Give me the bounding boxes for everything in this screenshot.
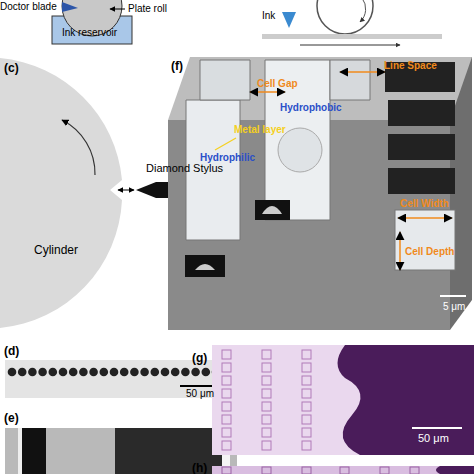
cell-square	[262, 389, 271, 398]
cell-square	[302, 467, 311, 474]
printed-dot	[202, 368, 211, 377]
cell-square	[410, 467, 419, 474]
part-name: Diamond Stylus	[146, 162, 223, 174]
printed-dot	[38, 368, 47, 377]
cell-square	[222, 389, 231, 398]
printed-dot	[59, 368, 68, 377]
cell-square	[222, 376, 231, 385]
printed-dot	[191, 368, 200, 377]
cell-square	[302, 350, 311, 359]
dimension-label: Cell Width	[400, 198, 449, 209]
dimension-label: Line Space	[384, 60, 437, 71]
gravure-schematic	[52, 0, 132, 44]
cell-square	[262, 350, 271, 359]
part-name: Cylinder	[34, 244, 78, 257]
cell-square	[222, 415, 231, 424]
printed-dot	[89, 368, 98, 377]
printed-dot	[140, 368, 149, 377]
cell-square	[302, 376, 311, 385]
cell-square	[302, 363, 311, 372]
panel-letter: (e)	[4, 412, 19, 425]
cell-square	[302, 441, 311, 450]
scale-bar-label: 50 μm	[186, 388, 214, 399]
cell-square	[262, 376, 271, 385]
cell-square	[262, 428, 271, 437]
printed-dot	[130, 368, 139, 377]
dot-array-image	[5, 360, 237, 398]
printed-dot	[110, 368, 119, 377]
printed-dot	[8, 368, 17, 377]
printed-dot	[28, 368, 37, 377]
cell-square	[222, 350, 231, 359]
panel-letter: (d)	[4, 345, 19, 358]
cell-square	[222, 441, 231, 450]
part-name: Doctor blade	[0, 1, 57, 12]
surface-label: Hydrophobic	[280, 102, 342, 113]
scale-bar-label: 50 μm	[418, 432, 449, 444]
dimension-label: Cell Gap	[257, 78, 298, 89]
cell-square	[222, 402, 231, 411]
cell-square	[302, 415, 311, 424]
cell-square	[262, 363, 271, 372]
cell-square	[302, 428, 311, 437]
panel-letter: (h)	[192, 462, 207, 474]
part-name: Ink reservoir	[62, 27, 117, 38]
printed-dot	[181, 368, 190, 377]
cell-square	[262, 441, 271, 450]
panel-letter: (g)	[192, 352, 207, 365]
cell-square	[340, 467, 349, 474]
dimension-label: Cell Depth	[405, 246, 454, 257]
micrograph-image	[212, 345, 474, 474]
cell-square	[380, 467, 389, 474]
panel-letter: (c)	[4, 62, 19, 75]
cell-square	[262, 415, 271, 424]
cell-square	[222, 467, 231, 474]
cell-square	[262, 402, 271, 411]
printed-dot	[171, 368, 180, 377]
printed-dot	[100, 368, 109, 377]
printed-dot	[79, 368, 88, 377]
printed-dot	[69, 368, 78, 377]
part-name: Ink	[262, 10, 275, 21]
printed-dot	[120, 368, 129, 377]
printed-dot	[161, 368, 170, 377]
printing-schematic	[262, 0, 442, 45]
cell-square	[302, 389, 311, 398]
cell-square	[262, 467, 271, 474]
printed-dot	[49, 368, 58, 377]
panel-letter: (f)	[171, 60, 183, 73]
printed-dot	[18, 368, 27, 377]
scale-bar-label: 5 μm	[443, 301, 465, 312]
cell-structure-3d	[168, 57, 472, 330]
surface-label: Hydrophilic	[200, 152, 255, 163]
cell-square	[222, 428, 231, 437]
layer-label: Metal layer	[234, 124, 286, 135]
cell-square	[302, 402, 311, 411]
part-name: Plate roll	[128, 3, 167, 14]
cell-square	[222, 363, 231, 372]
printed-dot	[151, 368, 160, 377]
